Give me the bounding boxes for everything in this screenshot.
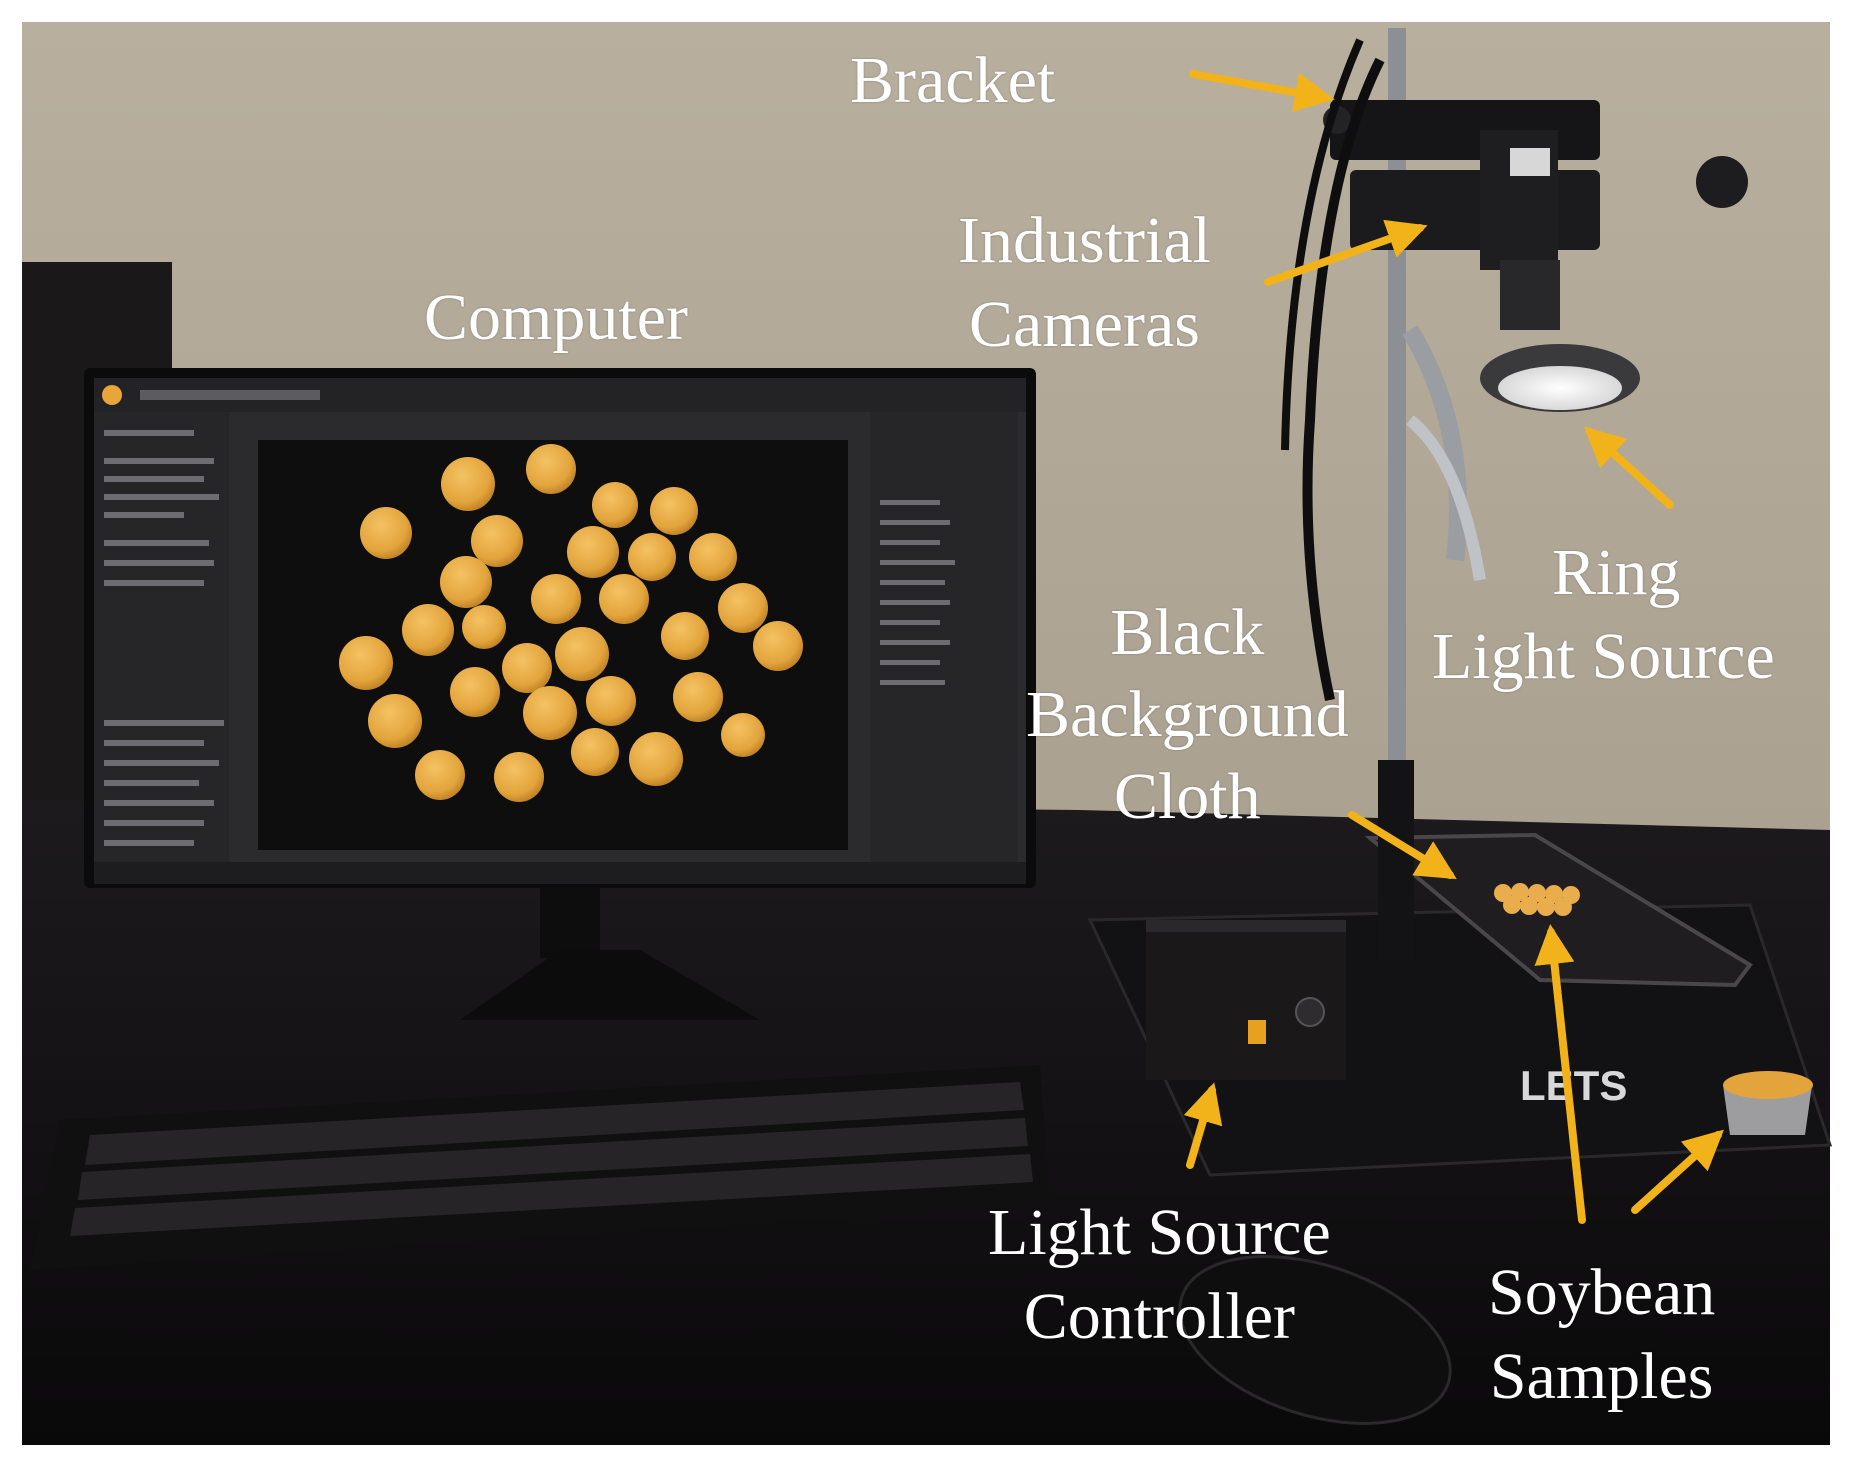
- app-left-panel: [94, 412, 229, 862]
- label-soybean-samples: Soybean Samples: [1488, 1256, 1716, 1413]
- label-ring-light-source: Ring Light Source: [1432, 536, 1775, 693]
- arrow-soybean-tray-icon: [1534, 924, 1586, 1224]
- light-controller-box: [1146, 920, 1346, 1080]
- base-logo: LETS: [1520, 1062, 1627, 1109]
- label-light-source-controller: Light Source Controller: [988, 1196, 1331, 1353]
- label-black-background-cloth: Black Background Cloth: [1026, 596, 1349, 833]
- app-right-panel: [870, 412, 1018, 862]
- label-bracket: Bracket: [850, 44, 1056, 117]
- arrow-soybean-cup-icon: [1631, 1129, 1724, 1214]
- arrow-bracket-icon: [1189, 70, 1335, 113]
- mouse: [1178, 1255, 1452, 1425]
- arrow-ring-icon: [1584, 426, 1674, 509]
- soybean-image: [339, 444, 803, 802]
- label-computer: Computer: [424, 281, 688, 354]
- arrow-cameras-icon: [1264, 219, 1428, 286]
- label-industrial-cameras: Industrial Cameras: [958, 204, 1211, 361]
- tray-soybeans: [1494, 883, 1580, 916]
- keyboard: [30, 1065, 1050, 1270]
- arrow-cloth-icon: [1348, 811, 1457, 880]
- arrow-controller-icon: [1183, 1082, 1223, 1169]
- sample-cup: [1723, 1071, 1813, 1135]
